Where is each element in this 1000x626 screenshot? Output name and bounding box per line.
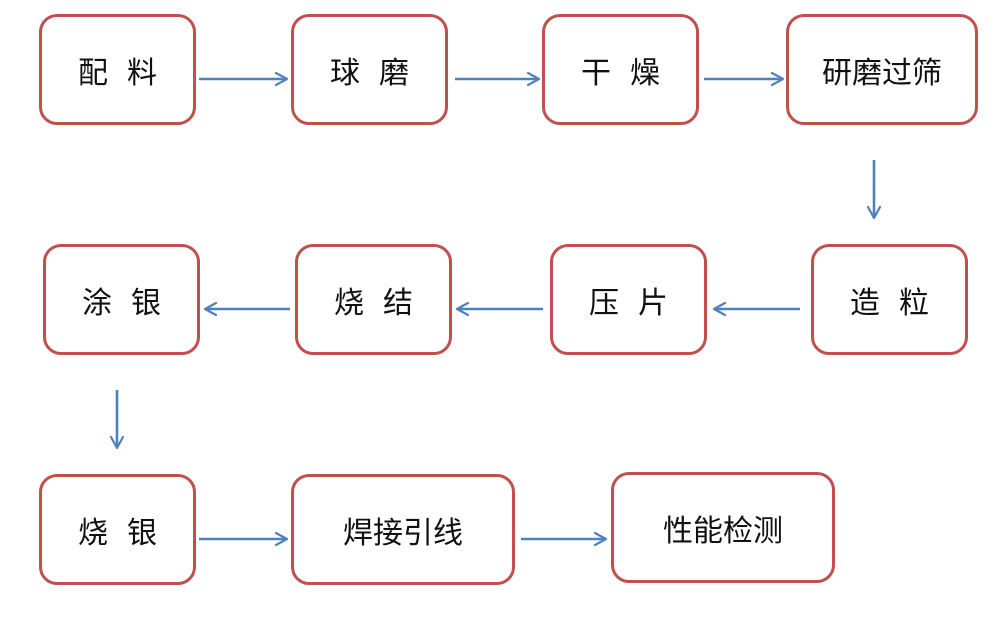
step-ball-milling: 球 磨 (291, 14, 448, 125)
step-drying: 干 燥 (542, 14, 699, 125)
step-grinding-sieving: 研磨过筛 (786, 14, 978, 125)
step-batching: 配 料 (39, 14, 196, 125)
step-pressing: 压 片 (550, 244, 707, 355)
step-silver-firing: 烧 银 (39, 474, 196, 585)
step-silver-coating: 涂 银 (43, 244, 200, 355)
step-sintering: 烧 结 (295, 244, 452, 355)
step-performance-testing: 性能检测 (611, 472, 835, 583)
step-lead-welding: 焊接引线 (291, 474, 515, 585)
step-granulation: 造 粒 (811, 244, 968, 355)
